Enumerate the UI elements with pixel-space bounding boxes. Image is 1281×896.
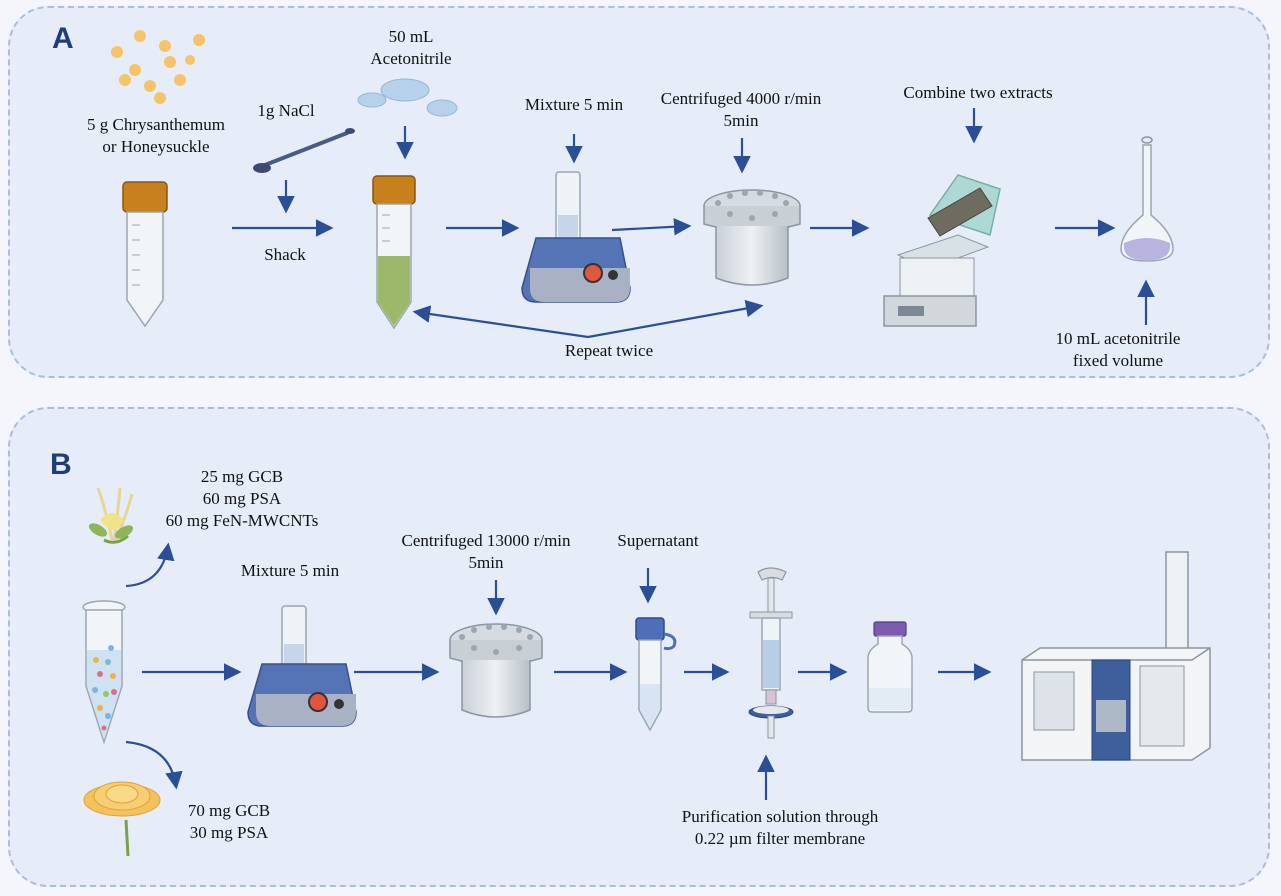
supernatant-tube-icon: [635, 617, 677, 732]
vortex-mixer-icon: [247, 605, 357, 727]
lc-ms-instrument-icon: [1021, 551, 1211, 761]
mixture-label-b: Mixture 5 min: [240, 561, 340, 580]
concentrator-icon: [883, 174, 1001, 327]
vortex-mixer-icon: [521, 171, 631, 303]
centrifuge-icon: [703, 189, 801, 286]
empty-tube-icon: [122, 181, 168, 328]
supernatant-label: Supernatant: [617, 531, 699, 550]
panel-b-label: B: [50, 448, 72, 481]
volumetric-flask-icon: [1120, 136, 1174, 262]
honeysuckle-flower-icon: [88, 487, 134, 544]
flow-arrows-b: [125, 542, 992, 800]
chrysanthemum-flower-icon: [83, 781, 161, 857]
mixture-label-a: Mixture 5 min: [524, 95, 624, 114]
combine-label: Combine two extracts: [903, 83, 1053, 102]
flow-arrows-a: [232, 108, 1155, 339]
shack-label: Shack: [264, 245, 306, 264]
nacl-label: 1g NaCl: [257, 101, 315, 120]
syringe-filter-icon: [748, 567, 794, 739]
spatula-icon: [253, 128, 355, 173]
sample-granules-icon: [111, 30, 205, 104]
repeat-label: Repeat twice: [564, 341, 654, 360]
panel-a-label: A: [52, 22, 74, 55]
dspe-tube-icon: [82, 600, 126, 745]
extraction-tube-icon: [372, 175, 416, 330]
sample-vial-icon: [867, 621, 913, 713]
centrifuge-icon: [449, 623, 543, 718]
acetonitrile-icon: [357, 78, 458, 117]
